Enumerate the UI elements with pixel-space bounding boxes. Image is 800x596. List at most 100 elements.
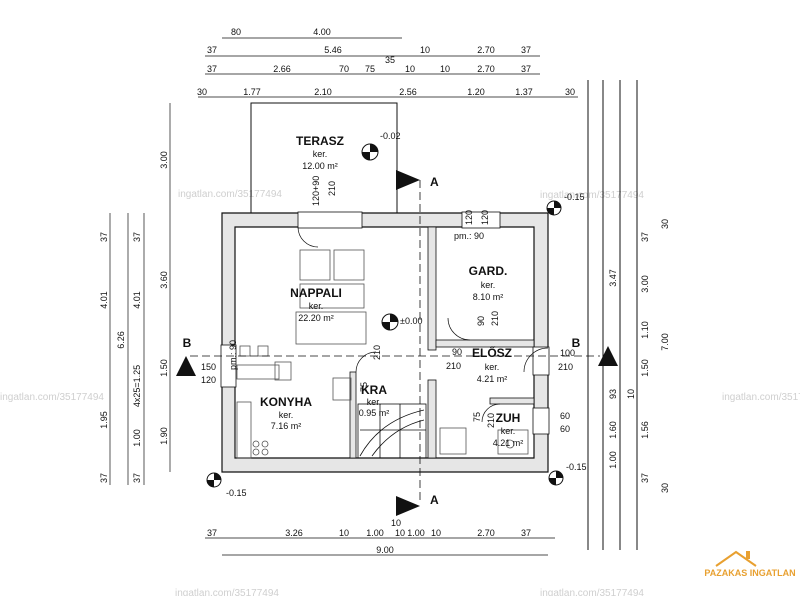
- dim-value: 37: [640, 473, 650, 483]
- dim-value: 1.00: [366, 528, 384, 538]
- room-area: 4.21 m²: [493, 438, 524, 448]
- room-kamra: KRA ker. 0.95 m²: [332, 377, 390, 418]
- level-value: -0.15: [564, 192, 585, 202]
- room-name: GARD.: [469, 264, 508, 278]
- room-kind: ker.: [367, 397, 382, 407]
- dim-value: 10: [431, 528, 441, 538]
- opening-label: 120: [464, 210, 474, 225]
- level-value: -0.15: [566, 462, 587, 472]
- chimney-icon: [746, 551, 750, 559]
- dim-value: 70: [339, 64, 349, 74]
- room-name: ZUH: [496, 411, 521, 425]
- opening-label: 120: [480, 210, 490, 225]
- dim-value: 1.20: [467, 87, 485, 97]
- section-label-a: A: [430, 493, 439, 507]
- dim-value: 37: [99, 473, 109, 483]
- room-nappali: NAPPALI ker. 22.20 m²: [290, 249, 367, 345]
- dim-value: 37: [132, 473, 142, 483]
- level-value: -0.02: [380, 131, 401, 141]
- room-kind: ker.: [485, 362, 500, 372]
- dim-value: 1.56: [640, 421, 650, 439]
- dim-value: 30: [565, 87, 575, 97]
- watermark: ingatlan.com/35177494: [178, 189, 282, 200]
- walls: [221, 212, 549, 473]
- dim-value: 80: [231, 27, 241, 37]
- dim-value: 10: [391, 518, 401, 528]
- room-name: KRA: [361, 383, 387, 397]
- watermark: ingatlan.com/35177494: [175, 588, 279, 596]
- dim-value: 3.00: [159, 151, 169, 169]
- opening-annotations: 120+90 210 120 120 90 210 90 210 100 210…: [201, 176, 575, 434]
- dim-value: 37: [207, 45, 217, 55]
- dim-value: 37: [640, 232, 650, 242]
- opening-label: 75: [359, 382, 369, 392]
- house-roof-icon: [715, 550, 757, 567]
- room-terasz: TERASZ ker. 12.00 m²: [296, 134, 344, 171]
- dim-value: 30: [197, 87, 207, 97]
- room-name: KONYHA: [260, 395, 312, 409]
- level-markers: -0.02 ±0.00 -0.15 -0.15 -0.15: [206, 131, 587, 498]
- dim-value: 7.00: [660, 333, 670, 351]
- dim-value: 4.01: [132, 291, 142, 309]
- dim-value: 10: [405, 64, 415, 74]
- section-lines: [190, 180, 600, 500]
- level-value: ±0.00: [400, 316, 422, 326]
- dim-value: 3.60: [159, 271, 169, 289]
- logo-text: PAZAKAS INGATLAN: [704, 568, 795, 578]
- parapet-label: pm.: 90: [454, 231, 484, 241]
- opening-label: 210: [486, 413, 496, 428]
- section-arrow-a-top: [396, 170, 420, 190]
- sheet-frame-lines: [587, 80, 638, 550]
- dim-value: 37: [521, 45, 531, 55]
- opening-label: 150: [201, 362, 216, 372]
- dim-value: 1.00: [132, 429, 142, 447]
- dim-value: 37: [99, 232, 109, 242]
- room-area: 7.16 m²: [271, 421, 302, 431]
- room-kind: ker.: [279, 410, 294, 420]
- watermark: ingatlan.com/35177494: [0, 392, 104, 403]
- opening-label: 210: [490, 311, 500, 326]
- opening-label: 75: [472, 412, 482, 422]
- room-kind: ker.: [309, 301, 324, 311]
- opening-label: 60: [560, 424, 570, 434]
- dim-value: 2.70: [477, 528, 495, 538]
- dim-value: 3.47: [608, 269, 618, 287]
- dim-value: 1.95: [99, 411, 109, 429]
- room-name: NAPPALI: [290, 286, 342, 300]
- watermark: ingatlan.com/35177494: [540, 588, 644, 596]
- dim-value: 1.50: [640, 359, 650, 377]
- room-zuhanyzo: ZUH ker. 4.21 m²: [439, 411, 529, 455]
- dim-value: 1.90: [159, 427, 169, 445]
- opening-label: 210: [372, 345, 382, 360]
- watermark: ingatlan.com/35177494: [540, 190, 644, 201]
- dimension-lines-left: [109, 103, 171, 485]
- room-kind: ker.: [481, 280, 496, 290]
- level-value: -0.15: [226, 488, 247, 498]
- section-arrow-a-bottom: [396, 496, 420, 516]
- dim-value: 37: [132, 232, 142, 242]
- dim-value: 1.00: [608, 451, 618, 469]
- opening-label: 120+90: [311, 176, 321, 206]
- section-label-a: A: [430, 175, 439, 189]
- opening-label: 210: [558, 362, 573, 372]
- room-area: 0.95 m²: [359, 408, 390, 418]
- room-area: 22.20 m²: [298, 313, 334, 323]
- dim-value: 1.60: [608, 421, 618, 439]
- dim-value: 10: [626, 389, 636, 399]
- dim-value: 2.56: [399, 87, 417, 97]
- dim-value: 2.70: [477, 45, 495, 55]
- room-area: 12.00 m²: [302, 161, 338, 171]
- room-name: ELŐSZ: [472, 345, 512, 360]
- dim-value: 3.26: [285, 528, 303, 538]
- window-openings: [220, 211, 550, 435]
- dim-value: 10: [339, 528, 349, 538]
- room-area: 4.21 m²: [477, 374, 508, 384]
- dim-value: 30: [660, 483, 670, 493]
- dim-value: 37: [207, 528, 217, 538]
- room-area: 8.10 m²: [473, 292, 504, 302]
- dim-value: 1.37: [515, 87, 533, 97]
- parapet-label: pm.: 90: [228, 340, 238, 370]
- dim-value: 10: [395, 528, 405, 538]
- room-kind: ker.: [501, 426, 516, 436]
